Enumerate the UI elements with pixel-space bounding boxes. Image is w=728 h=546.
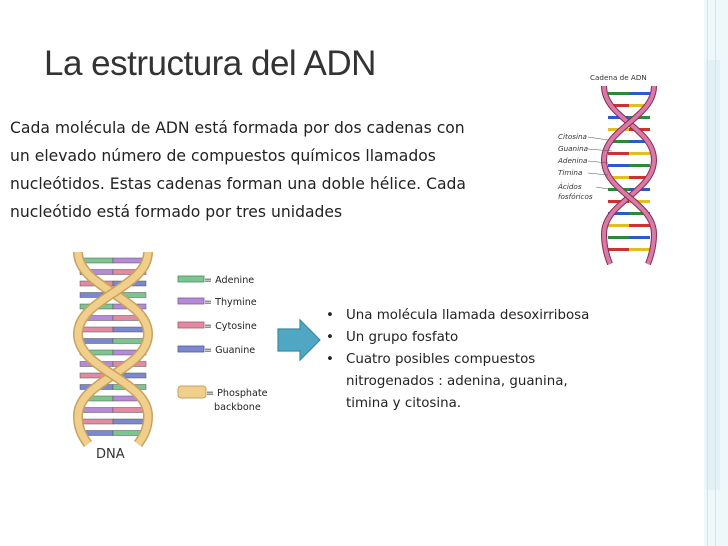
bullet-list: Una molécula llamada desoxirribosa Un gr… xyxy=(322,305,622,415)
inset-base-right xyxy=(629,92,650,95)
inset-base-left xyxy=(608,104,629,107)
inset-base-left xyxy=(608,224,629,227)
cytosine-swatch xyxy=(177,321,205,329)
legend-item-adenine: = Adenine xyxy=(177,275,254,286)
inset-label-fosforicos: fosfóricos xyxy=(558,192,593,201)
inset-base-left xyxy=(608,140,629,143)
guanine-swatch xyxy=(177,345,205,353)
inset-label-timina: Timina xyxy=(558,168,582,177)
inset-base-pairs xyxy=(608,92,650,251)
legend-label-backbone: backbone xyxy=(214,402,261,413)
base-pair-right xyxy=(112,326,147,333)
inset-base-left xyxy=(608,236,629,239)
inset-base-right xyxy=(629,104,650,107)
base-pair-right xyxy=(112,407,147,413)
adenine-swatch xyxy=(177,275,205,283)
legend-label-phosphate: = Phosphate xyxy=(206,388,268,399)
legend-item-cytosine: = Cytosine xyxy=(177,321,257,332)
inset-label-guanina: Guanina xyxy=(558,144,588,153)
inset-base-right xyxy=(629,236,650,239)
inset-base-right xyxy=(629,164,650,167)
inset-strand-a-fill xyxy=(601,85,657,265)
right-arrow-icon xyxy=(277,318,321,362)
inset-base-right xyxy=(629,152,650,155)
base-pair-rungs xyxy=(79,257,147,436)
paragraph-line: nucleótido está formado por tres unidade… xyxy=(10,203,343,221)
legend-label-guanine: = Guanine xyxy=(204,345,255,356)
dna-legend: = Adenine = Thymine = Cytosine = Guanine… xyxy=(177,275,268,413)
inset-base-left xyxy=(608,164,629,167)
base-pair-left xyxy=(79,418,114,425)
paragraph-line: un elevado número de compuestos químicos… xyxy=(10,147,436,165)
inset-base-right xyxy=(629,140,650,143)
bullet-item: Una molécula llamada desoxirribosa xyxy=(322,305,622,327)
bullet-line: nitrogenados : adenina, guanina, xyxy=(346,374,568,389)
inset-base-right xyxy=(629,224,650,227)
decorative-side-panel xyxy=(700,0,728,546)
intro-paragraph: Cada molécula de ADN está formada por do… xyxy=(10,114,550,226)
phosphate-swatch xyxy=(177,385,207,399)
dna-helix-diagram xyxy=(72,251,154,447)
inset-base-right xyxy=(629,200,650,203)
base-pair-right xyxy=(112,338,147,344)
base-pair-left xyxy=(79,326,114,333)
bullet-line: Una molécula llamada desoxirribosa xyxy=(346,308,590,323)
inset-strand-b-fill xyxy=(601,85,657,265)
inset-label-adenina: Adenina xyxy=(557,156,587,165)
slide-title: La estructura del ADN xyxy=(44,44,376,83)
legend-item-guanine: = Guanine xyxy=(177,345,255,356)
inset-base-right xyxy=(629,248,650,251)
thymine-swatch xyxy=(177,297,205,305)
base-pair-left xyxy=(79,407,114,413)
inset-base-right xyxy=(629,212,650,215)
inset-title: Cadena de ADN xyxy=(590,73,647,82)
inset-base-left xyxy=(608,176,629,179)
backbone-strand-b-fill xyxy=(74,251,152,447)
inset-label-acidos: Ácidos xyxy=(557,182,582,191)
inset-labels: Citosina Guanina Adenina Timina Ácidos f… xyxy=(557,132,613,201)
inset-label-citosina: Citosina xyxy=(558,132,587,141)
inset-base-left xyxy=(608,200,629,203)
inset-base-left xyxy=(608,152,629,155)
legend-label-cytosine: = Cytosine xyxy=(204,321,257,332)
legend-item-thymine: = Thymine xyxy=(177,297,257,308)
bullet-item: Cuatro posibles compuestos nitrogenados … xyxy=(322,349,622,415)
legend-label-adenine: = Adenine xyxy=(204,275,254,286)
base-pair-left xyxy=(79,338,114,344)
inset-base-left xyxy=(608,212,629,215)
dna-label: DNA xyxy=(96,447,125,462)
base-pair-right xyxy=(112,418,147,425)
backbone-strand-a-fill xyxy=(74,251,152,447)
bullet-line: Cuatro posibles compuestos xyxy=(346,352,536,367)
inset-base-left xyxy=(608,92,629,95)
paragraph-line: Cada molécula de ADN está formada por do… xyxy=(10,119,465,137)
inset-base-left xyxy=(608,248,629,251)
legend-item-phosphate: = Phosphate backbone xyxy=(177,385,268,413)
paragraph-line: nucleótidos. Estas cadenas forman una do… xyxy=(10,175,466,193)
legend-label-thymine: = Thymine xyxy=(204,297,257,308)
inset-base-right xyxy=(629,176,650,179)
bullet-line: Un grupo fosfato xyxy=(346,330,459,345)
bullet-item: Un grupo fosfato xyxy=(322,327,622,349)
bullet-line: timina y citosina. xyxy=(346,396,462,411)
dna-chain-inset: Cadena de ADN Citosina Guanina Adenina T… xyxy=(557,73,658,266)
